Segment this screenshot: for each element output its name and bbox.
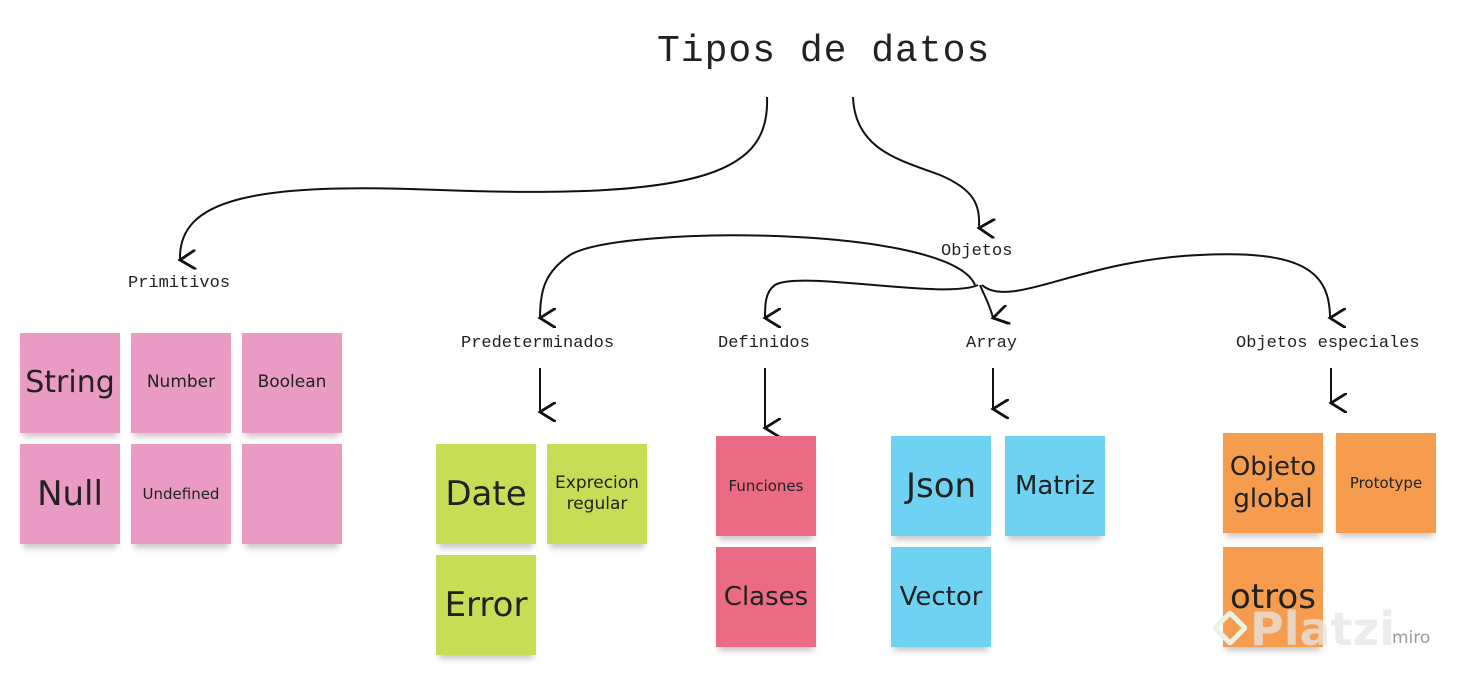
label-definidos: Definidos <box>718 334 810 353</box>
sticky-note-matriz: Matriz <box>1005 436 1105 536</box>
sticky-note-date: Date <box>436 444 536 544</box>
label-objetos: Objetos <box>941 242 1013 261</box>
arrow-objetos-predeterminados <box>540 234 976 318</box>
sticky-note-error: Error <box>436 555 536 655</box>
sticky-note-null: Null <box>20 444 120 544</box>
sticky-note-objeto-global: Objeto global <box>1223 433 1323 533</box>
arrow-objetos-definidos <box>765 279 979 318</box>
label-predeterminados: Predeterminados <box>461 334 615 353</box>
sticky-note-vector: Vector <box>891 547 991 647</box>
label-array: Array <box>966 334 1018 353</box>
diagram-title: Tipos de datos <box>657 30 991 73</box>
sticky-note-otros: otros <box>1223 547 1323 647</box>
platzi-logo-icon <box>1211 609 1249 647</box>
sticky-note-json: Json <box>891 436 991 536</box>
platzi-watermark: Platzi <box>1250 602 1396 656</box>
sticky-note-boolean: Boolean <box>242 333 342 433</box>
sticky-note-string: String <box>20 333 120 433</box>
miro-watermark: miro <box>1392 628 1431 648</box>
label-primitivos: Primitivos <box>128 274 231 293</box>
label-objetos-especiales: Objetos especiales <box>1236 334 1420 353</box>
sticky-note-clases: Clases <box>716 547 816 647</box>
arrow-title-objetos <box>852 96 979 228</box>
sticky-note-exprecion-regular: Exprecion regular <box>547 444 647 544</box>
arrow-objetos-especiales <box>981 253 1330 318</box>
sticky-note-funciones: Funciones <box>716 436 816 536</box>
arrow-title-primitivos <box>180 96 769 260</box>
sticky-note-prototype: Prototype <box>1336 433 1436 533</box>
arrow-objetos-array <box>979 284 993 318</box>
sticky-note-undefined: Undefined <box>131 444 231 544</box>
sticky-note-number: Number <box>131 333 231 433</box>
sticky-note-empty <box>242 444 342 544</box>
